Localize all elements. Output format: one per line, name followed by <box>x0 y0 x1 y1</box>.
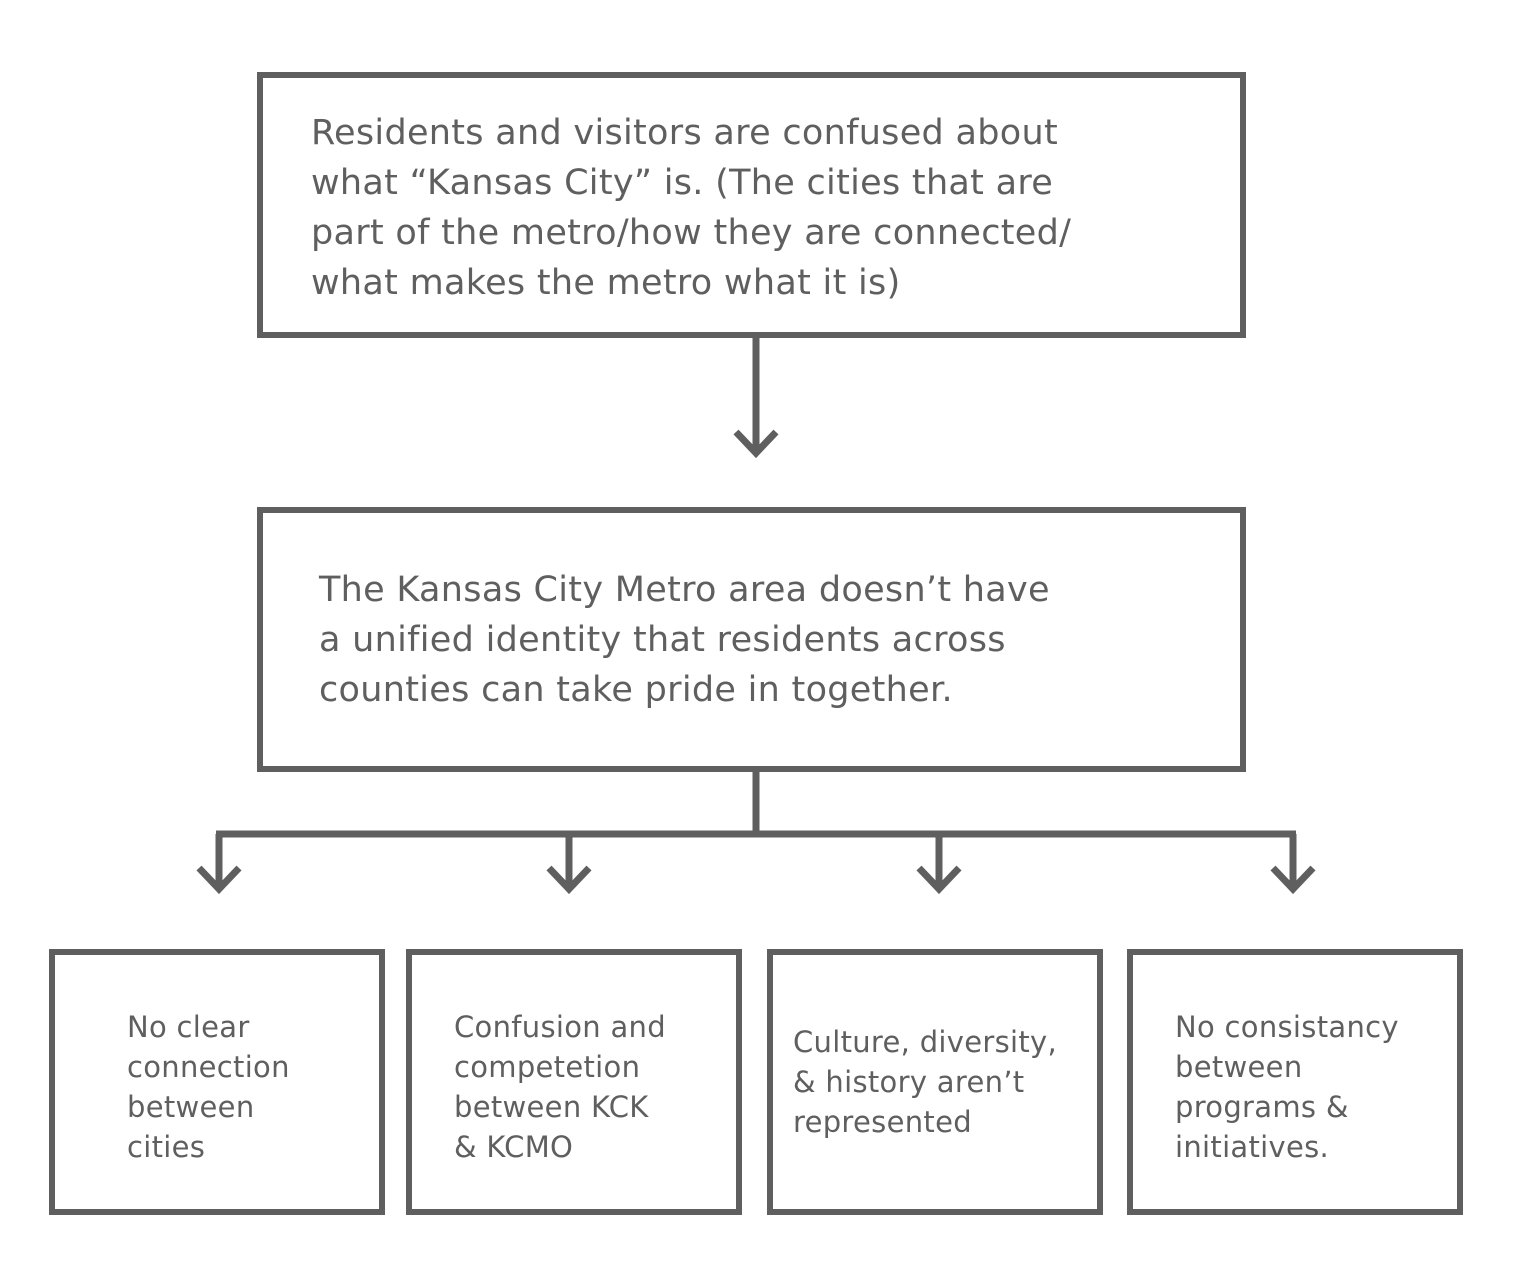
cause-box-1-text: No clear connection between cities <box>127 1010 290 1164</box>
cause-box-3-text: Culture, diversity, & history aren’t rep… <box>793 1025 1058 1139</box>
problem-box-top-text: Residents and visitors are confused abou… <box>311 113 1072 303</box>
problem-box-middle: The Kansas City Metro area doesn’t have … <box>257 507 1246 772</box>
arrow-leaf-1-head <box>196 865 242 895</box>
cause-box-2: Confusion and competetion between KCK & … <box>406 949 742 1215</box>
cause-box-2-text: Confusion and competetion between KCK & … <box>454 1010 666 1164</box>
cause-box-4-text: No consistancy between programs & initia… <box>1175 1010 1399 1164</box>
arrow-leaf-2-head <box>546 865 592 895</box>
arrow-leaf-3-head <box>916 865 962 895</box>
problem-box-top: Residents and visitors are confused abou… <box>257 72 1246 338</box>
cause-box-4: No consistancy between programs & initia… <box>1127 949 1463 1215</box>
cause-box-1: No clear connection between cities <box>49 949 385 1215</box>
arrow-top-to-middle-head <box>733 429 779 459</box>
cause-box-3: Culture, diversity, & history aren’t rep… <box>767 949 1103 1215</box>
problem-box-middle-text: The Kansas City Metro area doesn’t have … <box>319 570 1050 710</box>
arrow-leaf-4-head <box>1270 865 1316 895</box>
